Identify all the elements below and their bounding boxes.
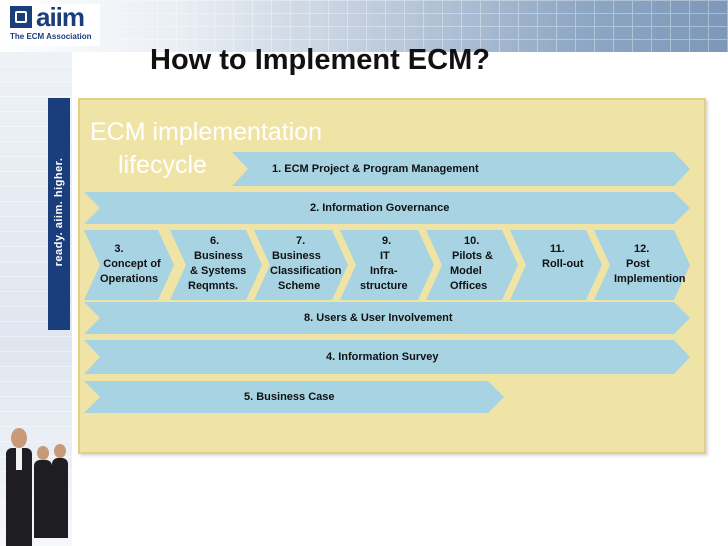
person-head [37,446,49,460]
arrow-users-involvement [84,302,690,334]
logo-mark-icon [10,6,32,28]
arrow-information-survey [84,340,690,374]
lifecycle-heading: ECM implementation lifecycle [90,116,430,182]
arrow-label-business-case: 5. Business Case [244,391,335,403]
arrow-information-governance [84,192,690,224]
person-figure [52,458,68,538]
person-figure [34,460,52,538]
arrow-project-management [232,152,690,186]
arrow-business-case [84,381,504,413]
arrow-label-users-involvement: 8. Users & User Involvement [304,312,453,324]
phase-label-11: 11.Roll-out [542,243,584,270]
lifecycle-heading-line1: ECM implementation [90,118,323,146]
header-band [0,0,728,52]
arrow-label-information-survey: 4. Information Survey [326,351,439,363]
aiim-logo: aiim The ECM Association [8,2,100,46]
business-people-image [0,418,72,546]
arrow-label-information-governance: 2. Information Governance [310,202,450,214]
logo-word: aiim [36,2,85,32]
page-title: How to Implement ECM? [150,44,490,76]
shirt [16,448,22,470]
lifecycle-heading-line2: lifecycle [118,151,207,179]
phase-post-implementation [594,230,690,300]
arrow-label-project-management: 1. ECM Project & Program Management [272,163,479,175]
person-head [11,428,27,448]
circuit-pattern [120,0,728,52]
logo-subtitle: The ECM Association [10,32,92,41]
tagline: ready. aiim. higher. [53,157,65,267]
tagline-bar [48,98,70,330]
person-head [54,444,66,458]
